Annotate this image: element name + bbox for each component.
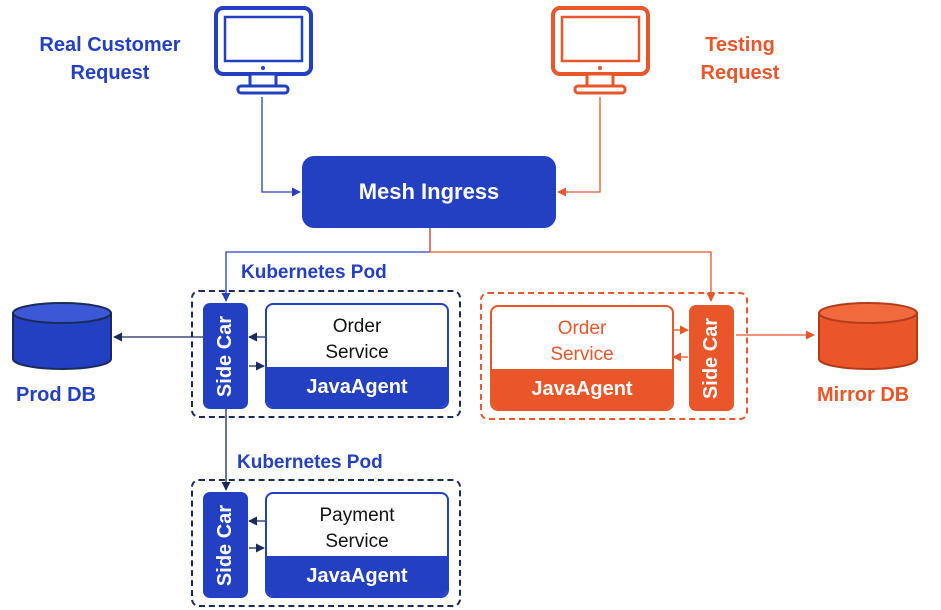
sidecar-label: Side Car — [700, 317, 722, 399]
testing-request-label: Testing Request — [700, 34, 780, 84]
java-agent-bar: JavaAgent — [267, 556, 447, 596]
database-icon — [818, 302, 918, 370]
java-agent-bar: JavaAgent — [492, 369, 672, 409]
mirror-pod — [480, 292, 748, 420]
real-request-to-ingress-arrow — [261, 97, 301, 197]
prod-db-label: Prod DB — [16, 384, 96, 406]
monitor-icon — [214, 6, 313, 95]
payment-pod — [191, 479, 461, 607]
mirror-sidecar: Side Car — [689, 305, 734, 411]
sidecar-label: Side Car — [214, 315, 236, 397]
real-request-label: Real Customer Request — [39, 34, 181, 84]
monitor-icon — [551, 6, 650, 95]
payment-service-label: Payment Service — [319, 505, 395, 552]
order-sidecar: Side Car — [203, 303, 248, 409]
payment-pod-title: Kubernetes Pod — [237, 452, 383, 473]
mesh-ingress-label: Mesh Ingress — [358, 179, 500, 204]
order-service-box: Order Service JavaAgent — [265, 303, 449, 409]
mirror-order-service-box: Order Service JavaAgent — [490, 305, 674, 411]
mirror-db-label: Mirror DB — [817, 384, 910, 406]
order-pod-title: Kubernetes Pod — [241, 262, 387, 283]
java-agent-label: JavaAgent — [306, 375, 408, 398]
order-pod — [191, 290, 461, 418]
payment-service-box: Payment Service JavaAgent — [265, 492, 449, 598]
database-icon — [12, 302, 112, 370]
order-service-label: Order Service — [325, 316, 389, 363]
testing-request-to-ingress-arrow — [557, 97, 601, 197]
ingress-to-mirror-sidecar-arrow — [429, 228, 716, 302]
java-agent-label: JavaAgent — [531, 377, 633, 400]
mirror-order-service-label: Order Service — [550, 318, 614, 365]
sidecar-label: Side Car — [214, 504, 236, 586]
mesh-ingress-box: Mesh Ingress — [302, 156, 556, 228]
java-agent-label: JavaAgent — [306, 564, 408, 587]
java-agent-bar: JavaAgent — [267, 367, 447, 407]
payment-sidecar: Side Car — [203, 492, 248, 598]
